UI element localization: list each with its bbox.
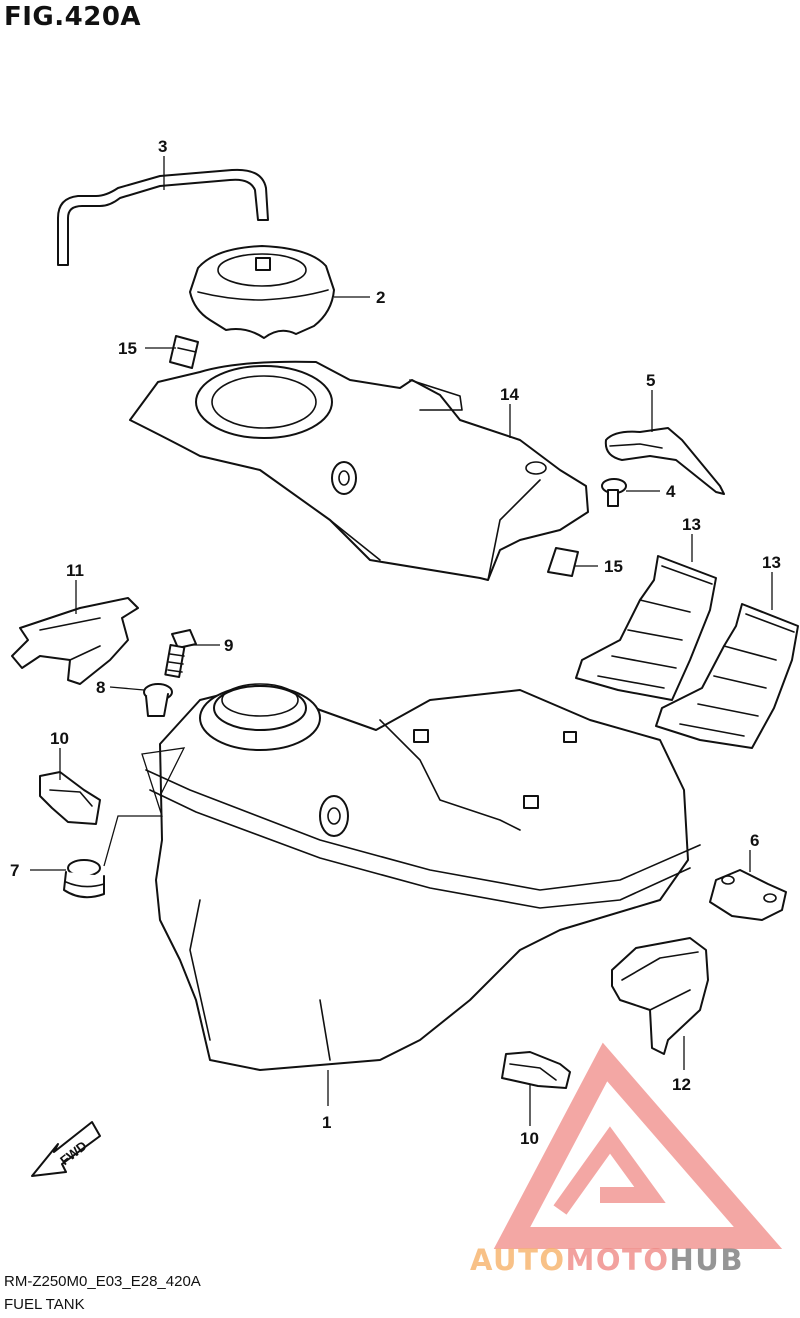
callout-8: 8 bbox=[96, 678, 105, 697]
callout-13-right: 13 bbox=[762, 553, 781, 572]
callout-14: 14 bbox=[500, 385, 519, 404]
callout-6: 6 bbox=[750, 831, 759, 850]
forward-direction-arrow: FWD bbox=[31, 1121, 101, 1177]
part-14-tank-cover bbox=[129, 360, 589, 581]
callout-9: 9 bbox=[224, 636, 233, 655]
callout-4: 4 bbox=[666, 482, 676, 501]
part-12-guard bbox=[611, 937, 709, 1055]
callout-1: 1 bbox=[322, 1113, 331, 1132]
callout-10-left: 10 bbox=[50, 729, 69, 748]
callout-11: 11 bbox=[66, 561, 84, 580]
figure-caption: FUEL TANK bbox=[4, 1296, 85, 1313]
part-4-bolt bbox=[601, 478, 627, 507]
figure-title: FIG.420A bbox=[4, 2, 142, 32]
callout-10-bottom: 10 bbox=[520, 1129, 539, 1148]
part-13-pad-right bbox=[655, 603, 799, 749]
watermark-logo bbox=[493, 1042, 783, 1249]
watermark-auto: AUTO bbox=[470, 1243, 566, 1277]
model-code: RM-Z250M0_E03_E28_420A bbox=[4, 1273, 201, 1290]
callout-13-left: 13 bbox=[682, 515, 701, 534]
callout-15-upper: 15 bbox=[118, 339, 137, 358]
callout-3: 3 bbox=[158, 137, 167, 156]
part-15-pad-lower bbox=[547, 547, 579, 577]
part-5-tank-strap bbox=[604, 427, 725, 495]
callout-7: 7 bbox=[10, 861, 19, 880]
part-2-fuel-cap bbox=[189, 245, 335, 339]
leader-lines bbox=[30, 156, 773, 1126]
callout-2: 2 bbox=[376, 288, 385, 307]
watermark-moto: MOTO bbox=[565, 1243, 670, 1277]
part-15-pad-upper bbox=[169, 335, 199, 369]
part-3-breather-hose bbox=[57, 168, 269, 266]
watermark-brand: AUTOMOTOHUB bbox=[470, 1243, 744, 1277]
part-8-collar bbox=[143, 683, 173, 717]
part-6-bracket bbox=[709, 869, 787, 921]
part-13-pad-left bbox=[575, 555, 717, 701]
part-1-fuel-tank bbox=[145, 683, 701, 1071]
callout-12: 12 bbox=[672, 1075, 691, 1094]
part-7-grommet bbox=[63, 859, 105, 899]
part-11-bracket bbox=[11, 597, 139, 685]
callout-5: 5 bbox=[646, 371, 655, 390]
callout-numbers: 1 2 3 4 5 6 7 8 9 10 10 11 12 13 13 14 1… bbox=[10, 137, 781, 1148]
watermark-hub: HUB bbox=[669, 1243, 744, 1277]
callout-15-lower: 15 bbox=[604, 557, 623, 576]
part-10-clip-left bbox=[39, 771, 101, 825]
part-10-clip-bottom bbox=[501, 1051, 571, 1089]
part-9-bolt bbox=[164, 629, 197, 678]
